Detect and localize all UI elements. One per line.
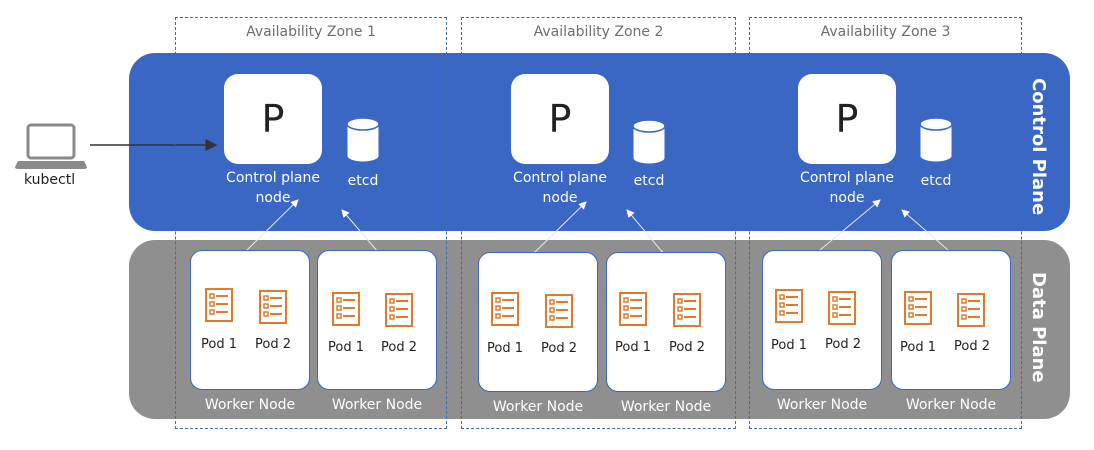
control-plane-node-label: Control plane node (495, 168, 625, 208)
worker-node-label: Worker Node (620, 399, 712, 415)
kubectl-label: kubectl (24, 172, 76, 188)
pod-icon (957, 293, 985, 327)
etcd-database-icon (346, 117, 380, 163)
label-line: Control plane (800, 170, 894, 186)
control-plane-node-label: Control plane node (208, 168, 338, 208)
pod-icon (545, 294, 573, 328)
laptop-icon (15, 123, 87, 169)
etcd-label: etcd (920, 173, 952, 189)
pod-label: Pod 2 (825, 337, 861, 352)
pod-icon (904, 291, 932, 325)
zone-title: Availability Zone 3 (820, 24, 951, 40)
worker-node: Pod 1 Pod 2 (762, 250, 882, 390)
pod-label: Pod 1 (771, 338, 807, 353)
worker-node-label: Worker Node (331, 397, 423, 413)
worker-arrow (626, 209, 665, 255)
worker-node: Pod 1 Pod 2 (478, 252, 598, 392)
worker-node-label: Worker Node (905, 397, 997, 413)
pod-icon (828, 291, 856, 325)
data-plane-label: Data Plane (1028, 272, 1049, 383)
availability-zone-1 (175, 17, 447, 429)
control-plane-node-icon: P (511, 74, 609, 164)
label-line: node (829, 190, 865, 206)
pod-label: Pod 2 (381, 340, 417, 355)
label-line: node (255, 190, 291, 206)
control-plane-node-icon: P (224, 74, 322, 164)
worker-node: Pod 1 Pod 2 (317, 250, 437, 390)
etcd-label: etcd (347, 173, 379, 189)
pod-icon (385, 293, 413, 327)
pod-icon (259, 290, 287, 324)
control-plane-label: Control Plane (1028, 78, 1049, 216)
pod-label: Pod 2 (255, 337, 291, 352)
etcd-database-icon (919, 117, 953, 163)
pod-label: Pod 1 (201, 337, 237, 352)
control-plane-node-label: Control plane node (782, 168, 912, 208)
label-line: node (542, 190, 578, 206)
worker-node: Pod 1 Pod 2 (190, 250, 310, 390)
worker-node-label: Worker Node (204, 397, 296, 413)
worker-arrow (901, 209, 949, 251)
worker-node-label: Worker Node (492, 399, 584, 415)
availability-zone-2 (461, 17, 736, 429)
zone-title: Availability Zone 1 (246, 24, 376, 40)
pod-label: Pod 1 (615, 340, 651, 355)
pod-icon (673, 293, 701, 327)
pod-label: Pod 2 (669, 340, 705, 355)
pod-icon (332, 292, 360, 326)
pod-icon (205, 288, 233, 322)
pod-label: Pod 2 (541, 341, 577, 356)
etcd-database-icon (632, 119, 666, 165)
control-plane-node-icon: P (798, 74, 896, 164)
pod-icon (619, 292, 647, 326)
worker-node: Pod 1 Pod 2 (891, 250, 1011, 390)
zone-title: Availability Zone 2 (533, 24, 664, 40)
label-line: Control plane (226, 170, 320, 186)
pod-icon (491, 292, 519, 326)
label-line: Control plane (513, 170, 607, 186)
worker-arrow (341, 209, 379, 253)
worker-arrow (244, 199, 299, 253)
worker-arrow (819, 199, 881, 251)
etcd-label: etcd (633, 173, 665, 189)
pod-label: Pod 1 (487, 341, 523, 356)
availability-zone-3 (749, 17, 1022, 429)
worker-arrow (532, 201, 587, 255)
worker-node: Pod 1 Pod 2 (606, 252, 726, 392)
pod-icon (775, 289, 803, 323)
worker-node-label: Worker Node (776, 397, 868, 413)
pod-label: Pod 1 (900, 340, 936, 355)
pod-label: Pod 2 (954, 339, 990, 354)
pod-label: Pod 1 (328, 340, 364, 355)
